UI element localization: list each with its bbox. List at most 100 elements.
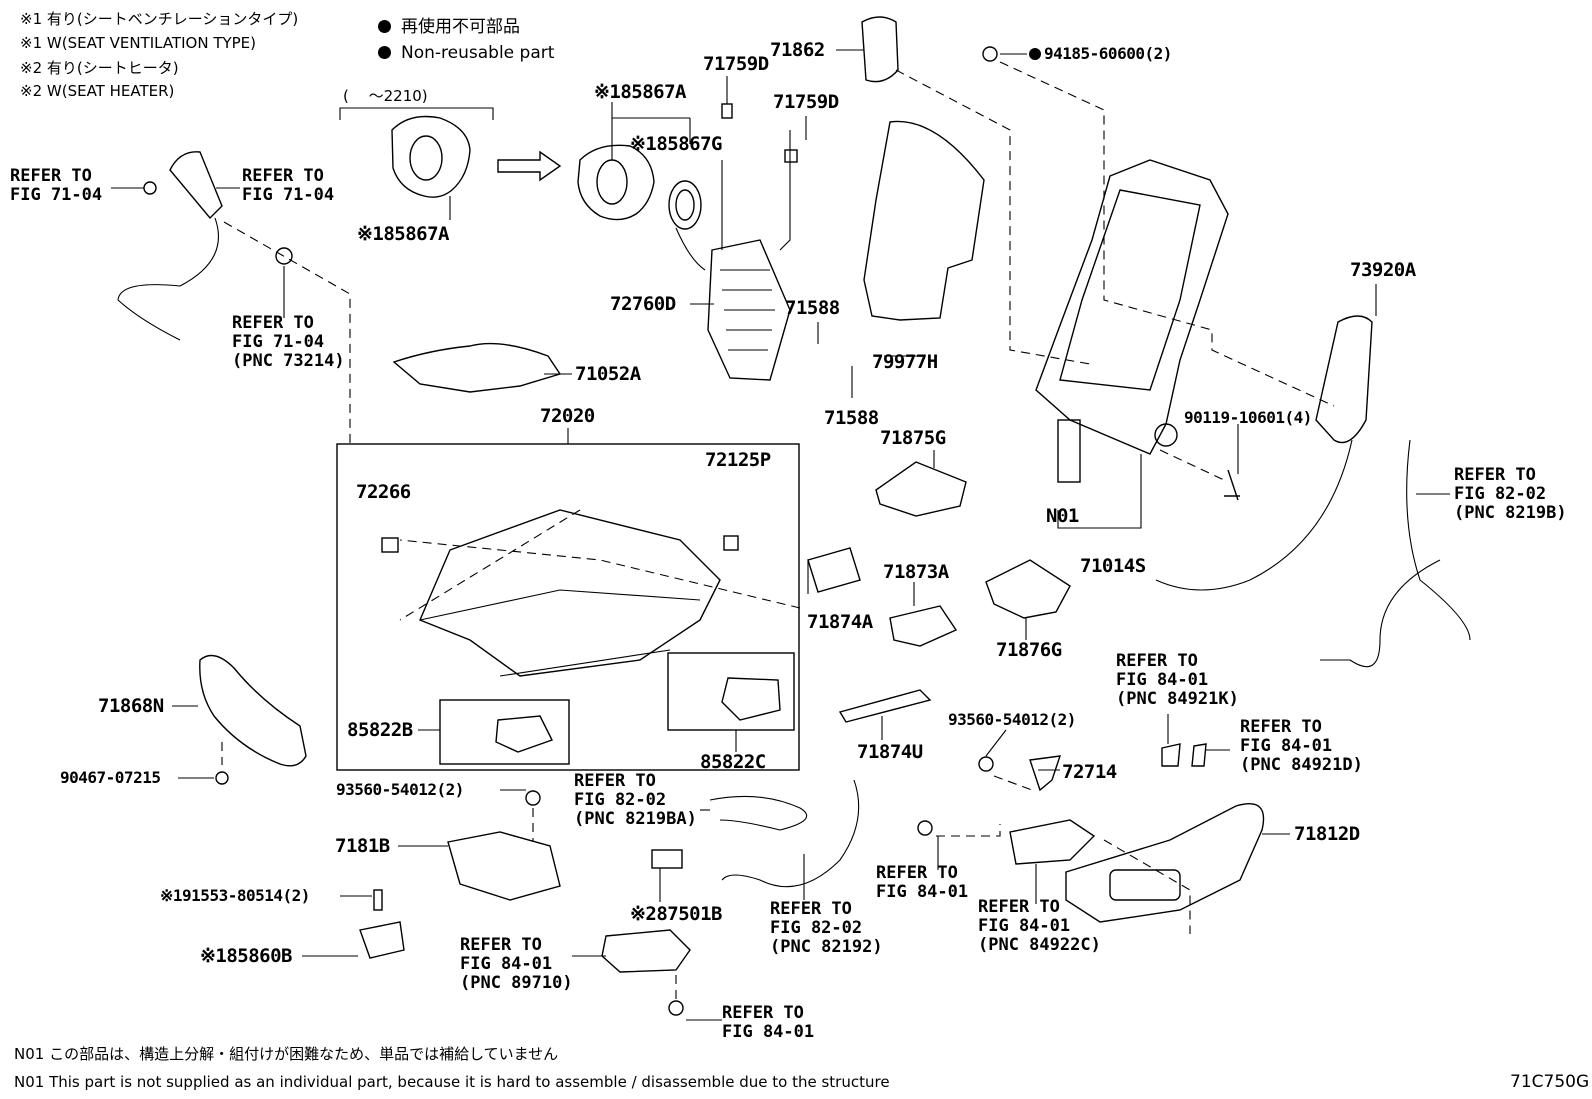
refer-line: (PNC 73214) — [232, 351, 345, 371]
label-71759D-1[interactable]: 71759D — [703, 53, 769, 75]
refer-fig-82-02-8219B[interactable]: REFER TO FIG 82-02 (PNC 8219B) — [1454, 466, 1567, 523]
clip-part-2 — [784, 149, 798, 163]
label-71874A[interactable]: 71874A — [807, 611, 873, 633]
refer-fig-84-01-84921D[interactable]: REFER TO FIG 84-01 (PNC 84921D) — [1240, 718, 1363, 775]
dash-94185 — [999, 61, 1335, 407]
refer-fig-71-04-c[interactable]: REFER TO FIG 71-04 (PNC 73214) — [232, 314, 345, 371]
refer-fig-84-01-89710[interactable]: REFER TO FIG 84-01 (PNC 89710) — [460, 936, 573, 993]
seat-side-cover-part-2 — [577, 144, 655, 221]
label-85867A-top[interactable]: ※185867A — [594, 81, 687, 103]
label-91553[interactable]: ※191553-80514(2) — [160, 886, 310, 905]
legend-line-1: ※1 有り(シートベンチレーションタイプ) — [20, 10, 299, 28]
refer-fig-84-01-b[interactable]: REFER TO FIG 84-01 — [722, 1004, 814, 1042]
nut-73214 — [275, 247, 293, 265]
headrest-pad-part — [861, 16, 899, 83]
label-94185-text[interactable]: 94185-60600(2) — [1044, 44, 1172, 63]
dash-72714 — [993, 775, 1033, 791]
clip-part-1 — [721, 103, 733, 119]
frame-inner-shape — [1059, 189, 1201, 391]
label-93560-right[interactable]: 93560-54012(2) — [948, 710, 1076, 729]
harness-82192 — [721, 779, 860, 888]
dash-71-04 — [223, 221, 351, 444]
label-71873A[interactable]: 71873A — [883, 561, 949, 583]
label-71014S[interactable]: 71014S — [1080, 555, 1146, 577]
label-72266[interactable]: 72266 — [356, 481, 411, 503]
refer-fig-82-02-8219BA[interactable]: REFER TO FIG 82-02 (PNC 8219BA) — [574, 772, 697, 829]
label-72714[interactable]: 72714 — [1062, 761, 1117, 783]
refer-fig-84-01-a[interactable]: REFER TO FIG 84-01 — [876, 864, 968, 902]
refer-fig-84-01-84922C[interactable]: REFER TO FIG 84-01 (PNC 84922C) — [978, 898, 1101, 955]
filled-dot-icon — [1029, 48, 1041, 60]
refer-line: REFER TO — [978, 897, 1060, 917]
date-range-bracket — [339, 107, 494, 120]
filled-dot-icon — [378, 20, 391, 33]
refer-fig-71-04-b[interactable]: REFER TO FIG 71-04 — [242, 167, 334, 205]
refer-fig-82-02-82192[interactable]: REFER TO FIG 82-02 (PNC 82192) — [770, 900, 883, 957]
refer-line: FIG 84-01 — [1240, 736, 1333, 756]
screw-93560-left — [525, 790, 541, 806]
label-85822B[interactable]: 85822B — [347, 719, 413, 741]
label-71875G[interactable]: 71875G — [880, 427, 946, 449]
label-87501B[interactable]: ※287501B — [630, 903, 723, 925]
harness-wire-right — [1320, 439, 1471, 668]
leader-93560-right — [985, 729, 1007, 757]
label-72760D[interactable]: 72760D — [610, 293, 676, 315]
label-85867A-left[interactable]: ※185867A — [357, 223, 450, 245]
label-71588-2[interactable]: 71588 — [824, 407, 879, 429]
label-72020[interactable]: 72020 — [540, 405, 595, 427]
refer-line: FIG 84-01 — [1116, 670, 1209, 690]
label-90467[interactable]: 90467-07215 — [60, 768, 161, 787]
label-85867G[interactable]: ※185867G — [630, 133, 723, 155]
refer-line: FIG 82-02 — [1454, 484, 1547, 504]
label-73920A[interactable]: 73920A — [1350, 259, 1416, 281]
cover-hole-shape — [409, 135, 443, 181]
label-7181B[interactable]: 7181B — [335, 835, 390, 857]
label-71759D-2[interactable]: 71759D — [773, 91, 839, 113]
refer-line: FIG 84-01 — [460, 954, 553, 974]
refer-fig-71-04-a[interactable]: REFER TO FIG 71-04 — [10, 167, 102, 205]
label-71868N[interactable]: 71868N — [98, 695, 164, 717]
refer-line: (PNC 84921K) — [1116, 689, 1239, 709]
ecu-part — [601, 929, 691, 973]
refer-line: REFER TO — [1240, 717, 1322, 737]
label-90119[interactable]: 90119-10601(4) — [1184, 408, 1312, 427]
label-71862[interactable]: 71862 — [770, 39, 825, 61]
refer-line: FIG 84-01 — [978, 916, 1071, 936]
heater-ecu-part — [651, 849, 683, 869]
bracket-71874U — [838, 689, 932, 723]
label-94185[interactable]: 94185-60600(2) — [1029, 44, 1172, 63]
motor-inner-shape — [675, 189, 695, 221]
label-85822C[interactable]: 85822C — [700, 751, 766, 773]
label-79977H[interactable]: 79977H — [872, 351, 938, 373]
label-72125P[interactable]: 72125P — [705, 449, 771, 471]
clip-71-04 — [143, 181, 157, 195]
clip-72266 — [381, 537, 399, 553]
filled-dot-icon — [378, 46, 391, 59]
motor-wire — [675, 227, 706, 271]
figure-id: 71C750G — [1510, 1072, 1590, 1092]
label-93560-left[interactable]: 93560-54012(2) — [336, 780, 464, 799]
legend-line-2: ※1 W(SEAT VENTILATION TYPE) — [20, 34, 257, 52]
clip-90467 — [215, 771, 229, 785]
refer-line: REFER TO — [10, 166, 92, 186]
screw-91553 — [373, 889, 383, 911]
refer-line: FIG 71-04 — [232, 332, 325, 352]
label-N01[interactable]: N01 — [1046, 505, 1079, 527]
label-71812D[interactable]: 71812D — [1294, 823, 1360, 845]
label-71052A[interactable]: 71052A — [575, 363, 641, 385]
refer-fig-84-01-84921K[interactable]: REFER TO FIG 84-01 (PNC 84921K) — [1116, 652, 1239, 709]
motor-box-b — [439, 699, 570, 765]
label-71588-1[interactable]: 71588 — [785, 297, 840, 319]
nonreusable-en-text: Non-reusable part — [401, 43, 555, 63]
screw-switch — [917, 820, 933, 836]
label-85860B[interactable]: ※185860B — [200, 945, 293, 967]
label-71876G[interactable]: 71876G — [996, 639, 1062, 661]
refer-line: (PNC 82192) — [770, 937, 883, 957]
bracket-71875G — [875, 461, 967, 517]
label-71874U[interactable]: 71874U — [857, 741, 923, 763]
seat-side-cover-part — [391, 115, 471, 198]
legend-line-3: ※2 有り(シートヒータ) — [20, 59, 179, 77]
refer-line: REFER TO — [1454, 465, 1536, 485]
refer-line: FIG 82-02 — [770, 918, 863, 938]
bracket-71874A — [807, 547, 861, 593]
